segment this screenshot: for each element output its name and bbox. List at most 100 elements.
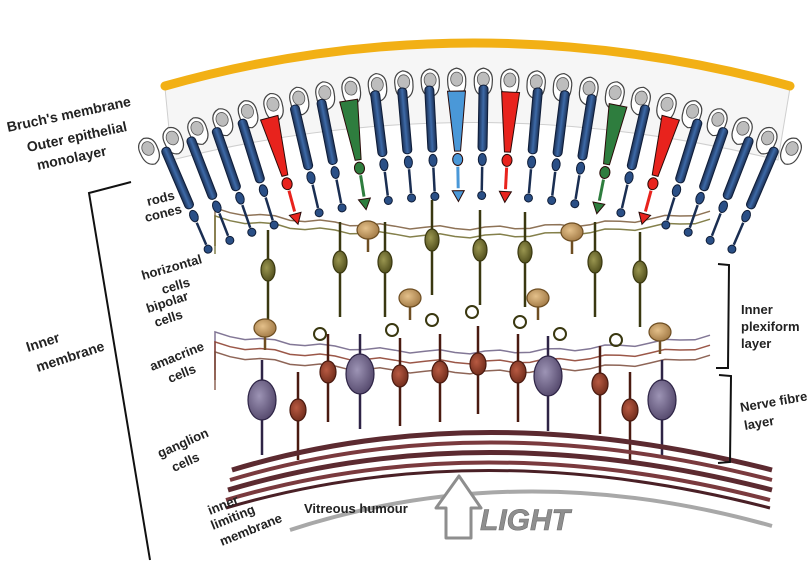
rod-axon: [266, 197, 273, 220]
rod-axon: [734, 223, 743, 245]
cone-axon: [599, 180, 603, 201]
rod-axon: [409, 169, 411, 193]
cone-nucleus: [502, 154, 513, 167]
cone-pedicle: [452, 191, 464, 202]
bipolar-terminal: [314, 328, 326, 340]
rod-axon: [242, 205, 250, 228]
cone-nucleus: [453, 153, 463, 165]
rod-axon: [219, 213, 228, 235]
rod-terminal: [616, 208, 626, 218]
rod-nucleus: [330, 166, 340, 179]
rod-nucleus: [478, 153, 486, 165]
cone-pedicle: [358, 198, 372, 211]
ganglion-cell-small: [622, 372, 638, 460]
ganglion-cell-large-soma: [648, 380, 676, 420]
bipolar-terminal: [514, 316, 526, 328]
ganglion-cell-small-soma: [320, 361, 336, 383]
cone-axon: [505, 168, 506, 190]
rod-terminal: [547, 196, 556, 205]
epithelial-nucleus: [477, 72, 489, 86]
ganglion-cell-small: [392, 338, 408, 426]
rod-axon: [433, 168, 434, 192]
rod-axon: [197, 223, 206, 245]
amacrine-cell: [561, 223, 583, 254]
cone-cell: [448, 91, 468, 202]
epithelial-cell: [135, 135, 163, 168]
rod-terminal: [247, 227, 257, 237]
rod-terminal: [269, 220, 279, 230]
ganglion-cell-small: [510, 334, 526, 422]
bipolar-terminal: [426, 314, 438, 326]
amacrine-cell-soma: [561, 223, 583, 241]
inner-membrane-bracket: [89, 182, 150, 560]
rod-axon: [552, 172, 555, 196]
rod-terminal: [705, 235, 715, 245]
horizontal-cell-soma: [518, 241, 532, 263]
label-inner-plexiform-2: plexiform: [741, 319, 800, 334]
horizontal-cell-soma: [333, 251, 347, 273]
amacrine-cell-soma: [527, 289, 549, 307]
horizontal-cell-soma: [261, 259, 275, 281]
rod-axon: [337, 180, 342, 204]
label-nerve-fibre-2: layer: [743, 413, 776, 433]
cone-nucleus: [354, 161, 366, 174]
rod-nucleus: [551, 158, 560, 171]
bipolar-terminal: [466, 306, 478, 318]
cone-pedicle: [289, 212, 303, 226]
rod-terminal: [407, 194, 416, 203]
rod-axon: [712, 213, 721, 235]
ganglion-cell-small: [470, 326, 486, 414]
bipolar-terminal: [610, 334, 622, 346]
inner-plexiform-bracket: [716, 264, 729, 368]
plexiform-fiber: [215, 208, 710, 246]
rod-nucleus: [671, 184, 682, 198]
rod-terminal: [431, 192, 439, 200]
cone-pedicle: [499, 191, 512, 202]
ganglion-cell-small-soma: [510, 361, 526, 383]
rod-terminal: [727, 244, 738, 255]
cone-nucleus: [281, 177, 294, 191]
epithelial-nucleus: [451, 72, 463, 86]
rod-axon: [576, 175, 580, 199]
bipolar-terminal: [554, 328, 566, 340]
horizontal-cell-soma: [378, 251, 392, 273]
rod-cell: [726, 146, 779, 255]
ganglion-cell-large: [248, 360, 276, 455]
amacrine-cell: [399, 289, 421, 320]
rod-nucleus: [234, 191, 246, 205]
amacrine-cell-soma: [254, 319, 276, 337]
amacrine-cell-soma: [357, 221, 379, 239]
ganglion-cell-small-soma: [622, 399, 638, 421]
rod-nucleus: [624, 171, 635, 185]
plexiform-fiber: [215, 342, 710, 380]
rod-terminal: [478, 191, 486, 199]
rod-nucleus: [404, 156, 413, 169]
horizontal-cell: [333, 222, 347, 317]
nerve-fibre-bands: [226, 433, 772, 509]
amacrine-cell: [527, 289, 549, 320]
ganglion-cell-small-soma: [432, 361, 448, 383]
ganglion-cell-large: [648, 360, 676, 455]
ganglion-cell-small-soma: [470, 353, 486, 375]
horizontal-cell: [425, 200, 439, 295]
rod-axon: [313, 185, 318, 208]
horizontal-cell: [588, 222, 602, 317]
rod-terminal: [203, 244, 214, 255]
ganglion-cell-small-soma: [290, 399, 306, 421]
rod-terminal: [337, 203, 346, 212]
plexiform-fibers: [215, 208, 710, 390]
rod-nucleus: [306, 171, 317, 185]
horizontal-cell: [261, 230, 275, 325]
neuron-cells: [248, 200, 676, 460]
rod-terminal: [225, 235, 235, 245]
rod-axon: [622, 185, 627, 208]
cone-axon: [645, 191, 651, 212]
horizontal-cell: [633, 232, 647, 327]
ganglion-cell-small: [320, 334, 336, 422]
rod-nucleus: [527, 156, 536, 169]
rod-nucleus: [694, 191, 706, 205]
label-nerve-fibre-1: Nerve fibre: [739, 388, 808, 415]
label-inner-plexiform-3: layer: [741, 336, 771, 351]
